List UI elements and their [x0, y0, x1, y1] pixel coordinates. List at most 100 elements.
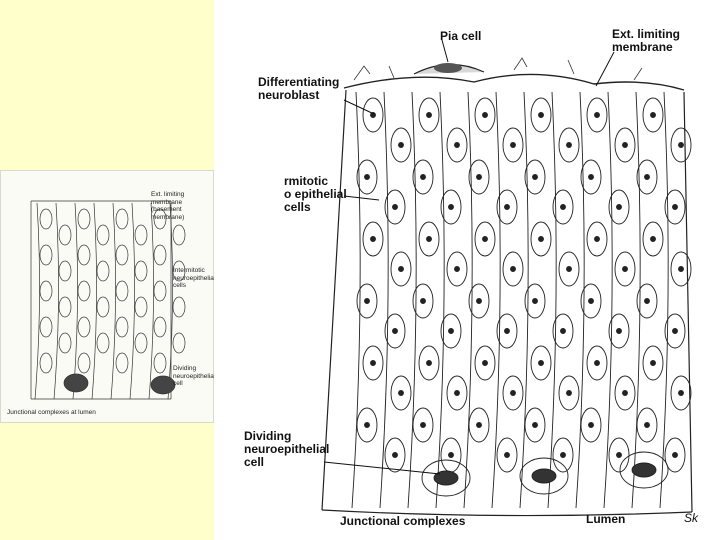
small-label-dividing-cell: Dividing neuroepithelial cell: [173, 365, 216, 387]
cell-nucleus: [502, 251, 524, 287]
cell-nucleus: [418, 97, 440, 133]
cell-nucleus: [446, 127, 468, 163]
small-cell-nucleus: [134, 296, 148, 318]
cell-nucleus: [474, 97, 496, 133]
cell-nucleus: [670, 127, 692, 163]
nucleolus: [672, 452, 678, 458]
small-cell-nucleus: [96, 260, 110, 282]
large-neuroepithelium-diagram: Pia cell Ext. limiting membrane Differen…: [214, 0, 720, 540]
label-differentiating-neuroblast: Differentiating neuroblast: [258, 75, 340, 102]
small-cell-nucleus: [115, 316, 129, 338]
small-cell-nucleus: [172, 296, 186, 318]
nucleolus: [420, 298, 426, 304]
cell-nucleus: [412, 407, 434, 443]
small-cell-nucleus: [115, 352, 129, 374]
small-cell-nucleus: [39, 352, 53, 374]
cell-nucleus: [412, 159, 434, 195]
small-cell-nucleus: [153, 352, 167, 374]
cell-nucleus: [608, 437, 630, 473]
nucleolus: [532, 298, 538, 304]
cell-nucleus: [642, 221, 664, 257]
small-cell-boundary-line: [167, 202, 173, 400]
nucleolus: [448, 328, 454, 334]
cell-nucleus: [468, 159, 490, 195]
small-cell-nucleus: [153, 280, 167, 302]
cell-nucleus: [670, 375, 692, 411]
cell-nucleus: [496, 189, 518, 225]
cell-boundary-line: [603, 91, 613, 509]
nucleolus: [454, 390, 460, 396]
nucleolus: [622, 142, 628, 148]
nucleolus: [650, 360, 656, 366]
nucleolus: [644, 422, 650, 428]
small-cell-nucleus: [39, 244, 53, 266]
cell-nucleus: [384, 313, 406, 349]
cell-nucleus: [524, 407, 546, 443]
small-cell-nucleus: [77, 208, 91, 230]
cell-nucleus: [384, 189, 406, 225]
nucleolus: [426, 112, 432, 118]
nucleolus: [588, 174, 594, 180]
cell-nucleus: [586, 221, 608, 257]
nucleolus: [672, 328, 678, 334]
cell-nucleus: [440, 313, 462, 349]
cell-nucleus: [586, 97, 608, 133]
cell-nucleus: [496, 313, 518, 349]
nucleolus: [504, 204, 510, 210]
cell-boundary-line: [631, 91, 641, 509]
small-cell-boundary-line: [110, 202, 116, 400]
large-diagram-drawing: [321, 39, 693, 517]
small-cell-nucleus: [58, 332, 72, 354]
small-cell-nucleus: [77, 316, 91, 338]
small-dividing-cell: [150, 375, 176, 395]
nucleolus: [476, 174, 482, 180]
nucleolus: [476, 422, 482, 428]
nucleolus: [370, 360, 376, 366]
nucleolus: [504, 328, 510, 334]
small-cell-nucleus: [134, 332, 148, 354]
cell-nucleus: [384, 437, 406, 473]
mitotic-chromosomes: [631, 462, 657, 478]
nucleolus: [364, 298, 370, 304]
nucleolus: [398, 266, 404, 272]
small-cell-nucleus: [77, 352, 91, 374]
cell-nucleus: [412, 283, 434, 319]
cell-nucleus: [474, 345, 496, 381]
small-cell-nucleus: [115, 208, 129, 230]
cell-nucleus: [446, 251, 468, 287]
nucleolus: [594, 236, 600, 242]
nucleolus: [560, 452, 566, 458]
small-cell-nucleus: [39, 280, 53, 302]
leader-ext-limiting: [595, 51, 615, 87]
cell-nucleus: [524, 283, 546, 319]
leader-differentiating: [343, 99, 375, 115]
nucleolus: [482, 360, 488, 366]
mitotic-chromosomes: [433, 470, 459, 486]
small-cell-nucleus: [115, 244, 129, 266]
nucleolus: [482, 112, 488, 118]
small-tissue-outline: [30, 200, 172, 400]
cell-nucleus: [356, 283, 378, 319]
cell-nucleus: [552, 437, 574, 473]
small-cell-nucleus: [172, 260, 186, 282]
leader-dividing: [323, 461, 441, 475]
small-cell-nucleus: [39, 316, 53, 338]
nucleolus: [594, 112, 600, 118]
cell-nucleus: [418, 345, 440, 381]
label-pia-cell: Pia cell: [440, 29, 482, 43]
cell-nucleus: [636, 283, 658, 319]
cell-nucleus: [642, 345, 664, 381]
nucleolus: [538, 236, 544, 242]
nucleolus: [370, 236, 376, 242]
small-cell-nucleus: [58, 260, 72, 282]
cell-nucleus: [580, 407, 602, 443]
cell-boundary-line: [379, 91, 389, 509]
nucleolus: [672, 204, 678, 210]
nucleolus: [532, 174, 538, 180]
nucleolus: [476, 298, 482, 304]
label-ext-limiting-membrane: Ext. limiting membrane: [612, 27, 681, 54]
small-neuroepithelium-diagram: Ext. limiting membrane (basement membran…: [0, 170, 216, 423]
small-diagram-drawing: [30, 200, 186, 400]
nucleolus: [678, 390, 684, 396]
label-lumen: Lumen: [586, 512, 626, 526]
